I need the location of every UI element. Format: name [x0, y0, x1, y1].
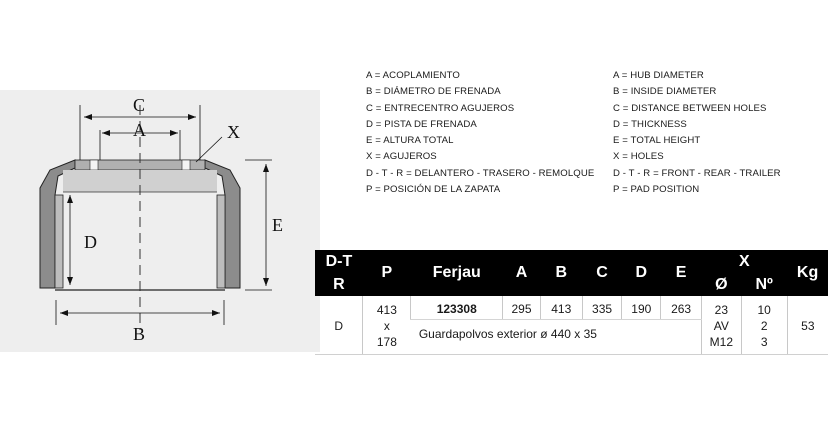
cell-x-number-line: 3 — [760, 335, 768, 350]
cell-p-line: x — [383, 319, 390, 334]
header-e: E — [660, 250, 702, 296]
legend-item: D = THICKNESS — [613, 118, 687, 130]
header-p: P — [362, 250, 411, 296]
cell-p-line: 413 — [376, 303, 397, 318]
table-bottom-line — [315, 354, 828, 355]
cell-x-number-line: 10 — [757, 303, 771, 318]
legend-item: B = INSIDE DIAMETER — [613, 86, 717, 98]
drum-inner-left — [54, 194, 64, 289]
label-a: A — [133, 120, 146, 140]
header-x-diameter: Ø — [701, 274, 742, 296]
hole-left — [89, 159, 99, 171]
header-kg: Kg — [787, 250, 828, 296]
legend-item: P = POSICIÓN DE LA ZAPATA — [366, 184, 501, 196]
cell-kg: 53 — [786, 296, 828, 354]
cell-c: 335 — [581, 296, 622, 320]
hole-right — [181, 159, 191, 171]
legend-item: E = ALTURA TOTAL — [366, 135, 454, 147]
legend-item: C = DISTANCE BETWEEN HOLES — [613, 102, 767, 114]
legend-item: B = DIÁMETRO DE FRENADA — [366, 86, 501, 98]
cell-note: Guardapolvos exterior ø 440 x 35 — [418, 327, 597, 341]
header-a: A — [502, 250, 541, 296]
header-x: X — [701, 250, 788, 274]
cell-x-number-line: 2 — [760, 319, 768, 334]
cell-ferjau: 123308 — [410, 296, 503, 320]
drum-inner-right — [216, 194, 226, 289]
cell-d: 190 — [621, 296, 661, 320]
legend-item: D = PISTA DE FRENADA — [366, 118, 477, 130]
spec-table: D-T P Ferjau A B C D E X Kg R Ø Nº D 413… — [315, 250, 828, 354]
header-dtr-top: D-T — [315, 250, 363, 274]
legend-item: D - T - R = FRONT - REAR - TRAILER — [613, 167, 781, 179]
cell-x-diameter-line: 23 — [714, 303, 729, 318]
cell-p: 413 x 178 — [362, 296, 411, 354]
label-c: C — [133, 95, 145, 115]
legend-item: X = AGUJEROS — [366, 151, 437, 163]
header-d: D — [621, 250, 661, 296]
brake-drum-diagram: C A X E D B — [39, 95, 283, 344]
label-d: D — [84, 232, 97, 252]
legend-item: X = HOLES — [613, 151, 664, 163]
legend-item: E = TOTAL HEIGHT — [613, 135, 701, 147]
header-ferjau: Ferjau — [410, 250, 503, 296]
label-e: E — [272, 215, 283, 235]
cell-x-diameter: 23 AV M12 — [700, 296, 742, 354]
cell-e: 263 — [660, 296, 702, 320]
legend-spanish: A = ACOPLAMIENTO B = DIÁMETRO DE FRENADA… — [366, 68, 594, 198]
header-c: C — [582, 250, 622, 296]
header-dtr-bottom: R — [315, 274, 363, 296]
cell-x-number: 10 2 3 — [740, 296, 788, 354]
label-b: B — [133, 324, 145, 344]
legend-item: A = HUB DIAMETER — [613, 70, 704, 81]
cell-x-diameter-line: AV — [713, 319, 729, 334]
legend-item: P = PAD POSITION — [613, 184, 700, 196]
cell-b: 413 — [539, 296, 583, 320]
cell-a: 295 — [502, 296, 541, 320]
cell-p-line: 178 — [376, 335, 397, 350]
legend-item: D - T - R = DELANTERO - TRASERO - REMOLQ… — [366, 167, 595, 179]
cell-x-diameter-line: M12 — [709, 335, 734, 350]
legend-item: A = ACOPLAMIENTO — [366, 70, 460, 81]
legend-item: C = ENTRECENTRO AGUJEROS — [366, 102, 515, 114]
legend-english: A = HUB DIAMETER B = INSIDE DIAMETER C =… — [613, 68, 781, 198]
label-x: X — [227, 122, 240, 142]
header-x-number: Nº — [741, 274, 788, 296]
header-b: B — [540, 250, 583, 296]
cell-dtr: D — [334, 319, 344, 334]
